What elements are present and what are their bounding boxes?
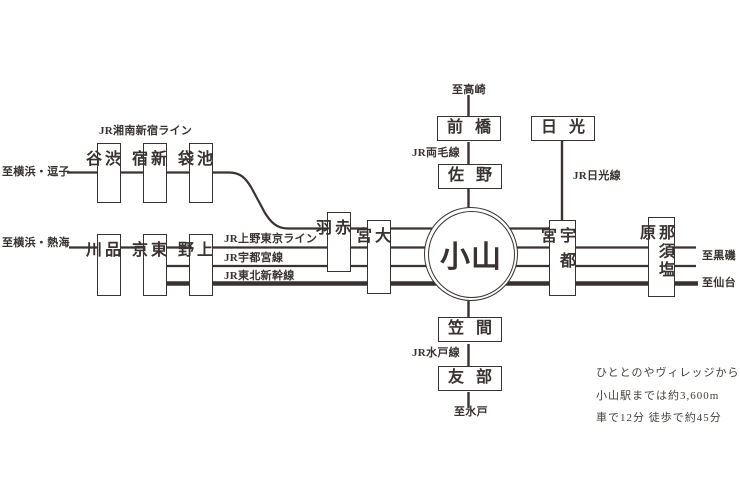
station-box-tokyo: 東京 [129,234,167,296]
station-box-ikebukuro: 池袋 [175,143,213,203]
label-to-yokohama-atami: 至横浜・熱海 [2,237,70,249]
oyama-station-circle: 小山 [424,207,518,301]
station-box-akabane: 赤羽 [313,212,351,272]
station-box-omiya: 大宮 [353,220,391,294]
label-to-sendai: 至仙台 [702,277,736,289]
label-ueno-tokyo-line: JR上野東京ライン [224,233,318,245]
access-note-line3: 車で12分 徒歩で約45分 [596,412,722,424]
label-utsunomiya-line: JR宇都宮線 [224,252,284,264]
oyama-station-circle-inner: 小山 [427,210,515,298]
station-label-oyama: 小山 [440,241,502,274]
label-shonan-shinjuku-line: JR湘南新宿ライン [99,125,193,137]
access-note: ひととのやヴィレッジから 小山駅までは約3,600m 車で12分 徒歩で約45分 [596,362,740,430]
access-note-line1: ひととのやヴィレッジから [596,367,740,379]
label-ryomo-line: JR両毛線 [412,147,460,159]
station-box-shinjuku: 新宿 [129,143,167,203]
station-box-kasama: 笠間 [438,317,502,342]
label-to-takasaki: 至高崎 [452,84,486,96]
label-tohoku-shinkansen: JR東北新幹線 [224,270,295,282]
label-to-kuroiso: 至黒磯 [702,250,736,262]
station-box-utsunomiya: 宇都宮 [538,220,576,296]
label-mito-line: JR水戸線 [412,347,460,359]
access-note-line2: 小山駅までは約3,600m [596,389,720,402]
station-box-shibuya: 渋谷 [83,143,121,203]
station-box-sano: 佐野 [438,164,502,189]
station-box-nasushiobara: 那須塩原 [637,217,675,297]
label-to-yokohama-zushi: 至横浜・逗子 [2,166,70,178]
station-box-shinagawa: 品川 [83,234,121,296]
station-box-ueno: 上野 [175,234,213,296]
label-nikko-line: JR日光線 [573,170,621,182]
station-box-maebashi: 前橋 [437,116,501,141]
label-to-mito: 至水戸 [454,406,488,418]
station-box-nikko: 日光 [531,116,595,141]
station-box-tomobe: 友部 [438,366,502,391]
shonan-shinjuku-line-curve [213,171,560,230]
